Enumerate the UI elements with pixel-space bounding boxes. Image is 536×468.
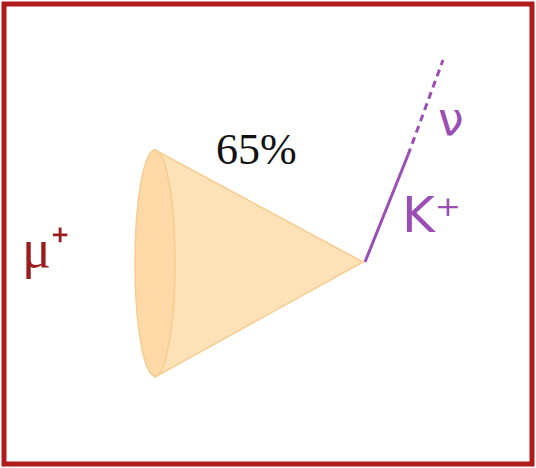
cone-base: [135, 150, 175, 376]
cone-body: [155, 150, 363, 377]
percentage-label: 65%: [216, 128, 297, 172]
particle-label: μ⁺: [22, 222, 69, 276]
particle-label: K⁺: [402, 190, 461, 240]
neutrino-track: [408, 60, 443, 155]
kaon-track: [365, 155, 408, 262]
particle-label: ν: [438, 96, 464, 142]
frame-border: [4, 4, 532, 464]
